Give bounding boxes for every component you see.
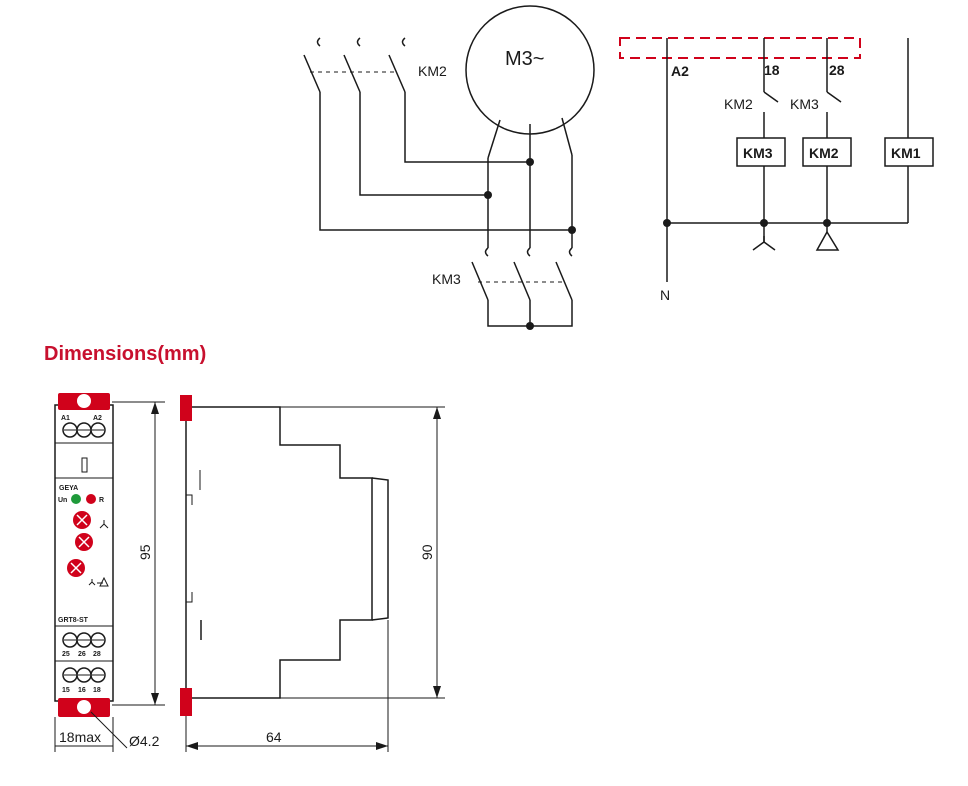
terminal-a2: A2 [93,415,102,422]
coil-km3 [736,137,786,167]
width-label: 18max [59,729,101,745]
side-bottom-clip [180,688,192,716]
km3-label: KM3 [432,271,461,287]
motor-symbol [465,5,595,135]
km2-main-contacts [303,37,406,93]
led-un-label: Un [58,497,67,504]
neutral-label: N [660,287,670,303]
led-r-label: R [99,497,104,504]
terminal-28: 28 [93,651,101,658]
coil-km1-label: KM1 [891,145,921,161]
terminal-16: 16 [78,687,86,694]
km2-label: KM2 [418,63,447,79]
terminal-a1: A1 [61,415,70,422]
dimensions-heading: Dimensions(mm) [44,343,206,365]
knob-3 [67,559,85,577]
terminal-25: 25 [62,651,70,658]
star-mode-icon [99,520,109,529]
km3-main-contacts [471,247,573,301]
terminal-15: 15 [62,687,70,694]
terminal-18-label: 18 [764,62,780,78]
terminal-18: 18 [93,687,101,694]
knob-2 [75,533,93,551]
front-view: A1 A2 GEYA Un R GRT [54,393,165,752]
model-label: GRT8-ST [58,617,89,624]
brand-logo-text: GEYA [59,485,78,492]
coil-km3-label: KM3 [743,145,773,161]
motor-label: M3~ [505,48,544,70]
height-side-label: 90 [419,544,435,560]
side-profile [192,406,373,699]
coil-km2-label: KM2 [809,145,839,161]
coil-km1 [884,137,934,167]
led-r [86,494,96,504]
star-delta-icon [88,576,109,587]
delta-symbol [815,230,840,251]
hole-label: Ø4.2 [129,733,160,749]
terminal-a2-label: A2 [671,63,689,79]
terminal-28-label: 28 [829,62,845,78]
side-top-clip [180,395,192,421]
depth-label: 64 [266,729,282,745]
led-un [71,494,81,504]
relay-boundary [619,37,861,59]
km3-nc-label: KM3 [790,96,819,112]
knob-1 [73,511,91,529]
side-view: 90 64 [180,395,445,752]
km2-nc-label: KM2 [724,96,753,112]
hole-leader [90,711,128,749]
control-circuit: A2 N 18 KM2 KM3 28 KM3 KM2 KM1 [619,37,934,303]
terminal-26: 26 [78,651,86,658]
height-front-label: 95 [137,544,153,560]
power-circuit: KM2 M3~ KM3 [303,5,595,330]
star-symbol [752,236,776,251]
